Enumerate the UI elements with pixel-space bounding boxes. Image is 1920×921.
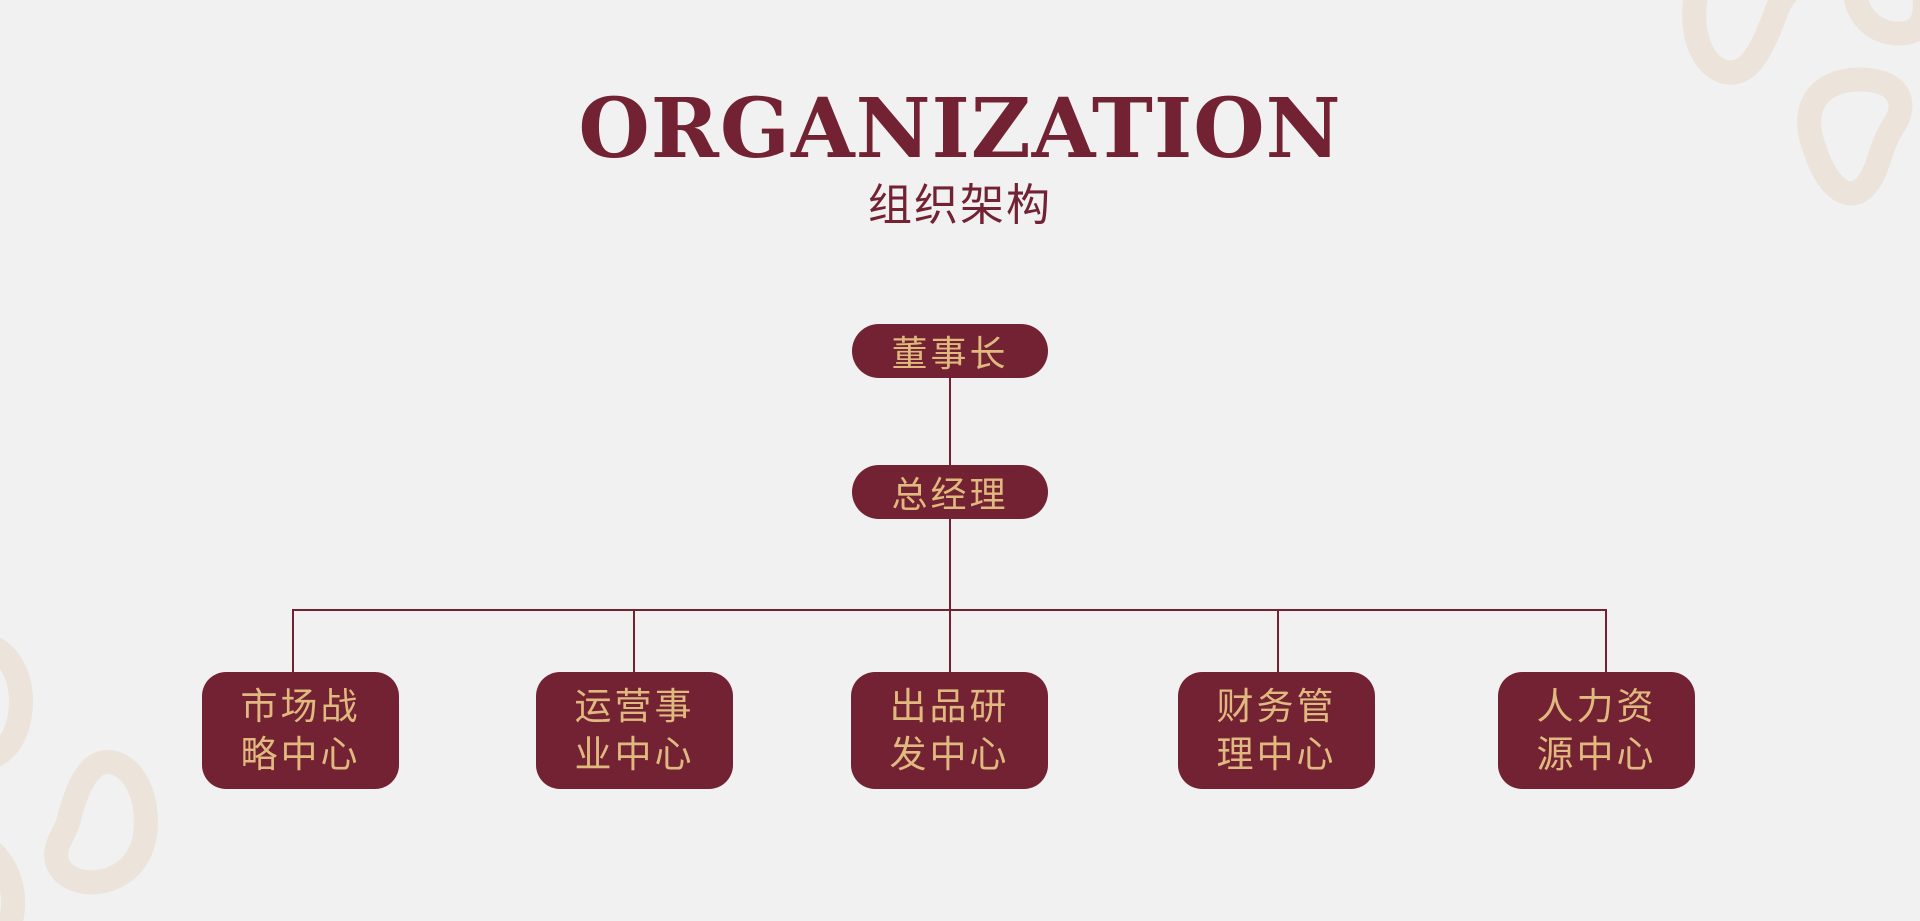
blob-top-right-2 <box>1843 0 1920 46</box>
connector-dept-5 <box>1605 609 1607 673</box>
blob-left-1 <box>0 637 33 767</box>
connector-manager-bus <box>949 519 951 611</box>
node-chairman: 董事长 <box>852 324 1048 378</box>
node-dept-marketing-strategy: 市场战略中心 <box>202 672 399 789</box>
connector-dept-4 <box>1277 609 1279 673</box>
blob-left-2 <box>44 750 158 895</box>
node-dept-product-rd: 出品研发中心 <box>851 672 1048 789</box>
blob-top-right-3 <box>1797 67 1913 206</box>
node-general-manager: 总经理 <box>852 465 1048 519</box>
dept-label: 出品研发中心 <box>889 684 1010 776</box>
node-chairman-label: 董事长 <box>891 334 1009 375</box>
node-dept-hr: 人力资源中心 <box>1498 672 1695 789</box>
connector-dept-1 <box>292 609 294 673</box>
page-title: ORGANIZATION <box>578 81 1342 177</box>
dept-label: 市场战略中心 <box>240 684 361 776</box>
connector-dept-3 <box>949 609 951 673</box>
connector-root-manager <box>949 378 951 466</box>
dept-label: 财务管理中心 <box>1216 684 1337 776</box>
blob-top-right-1 <box>1682 0 1797 85</box>
page-subtitle: 组织架构 <box>868 180 1052 231</box>
node-dept-operations: 运营事业中心 <box>536 672 733 789</box>
dept-label: 运营事业中心 <box>574 684 695 776</box>
dept-label: 人力资源中心 <box>1536 684 1657 776</box>
node-dept-finance: 财务管理中心 <box>1178 672 1375 789</box>
node-general-manager-label: 总经理 <box>891 475 1009 516</box>
connector-dept-2 <box>633 609 635 673</box>
blob-left-3 <box>0 843 25 921</box>
